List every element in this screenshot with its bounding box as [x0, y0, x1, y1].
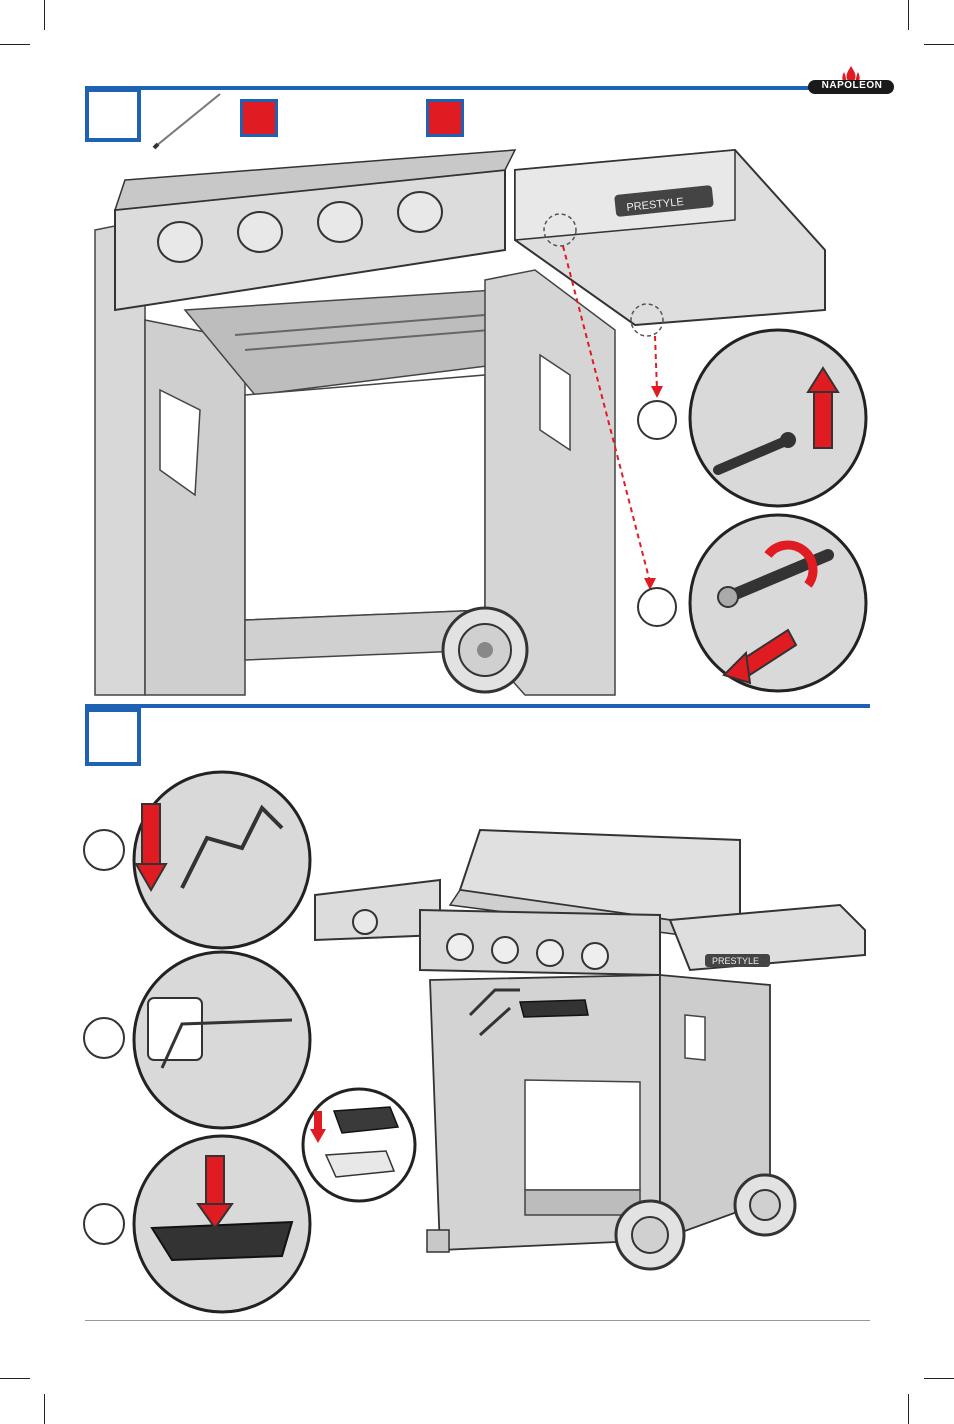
step2-rule [85, 704, 870, 708]
crop-mark-tr-v [908, 0, 909, 30]
brand-logo [808, 66, 894, 94]
part-marker-1 [240, 99, 278, 137]
step1-brand-badge: PRESTYLE [626, 196, 684, 214]
step2-detail-3 [83, 1134, 312, 1314]
crop-mark-tl-v [44, 0, 45, 30]
brand-name: NAPOLEON [821, 80, 883, 91]
step2-grill-illustration: PRESTYLE [314, 828, 866, 1271]
step-box-2 [85, 708, 141, 766]
crop-mark-br-v [908, 1394, 909, 1424]
part-marker-2 [426, 99, 464, 137]
crop-mark-bl-v [44, 1394, 45, 1424]
header-rule [85, 86, 810, 90]
tray-detail [301, 1087, 417, 1203]
step2-detail-1 [83, 770, 312, 950]
step-box-1 [85, 88, 141, 142]
footer-rule [85, 1320, 870, 1321]
crop-mark-tl-h [0, 44, 30, 45]
step2-detail-2 [83, 950, 312, 1130]
crop-mark-bl-h [0, 1378, 30, 1379]
step1-detail-b [637, 513, 868, 693]
step2-brand-badge: PRESTYLE [712, 956, 759, 966]
crop-mark-tr-h [924, 44, 954, 45]
step1-detail-a [637, 328, 868, 508]
step1-grill-illustration: PRESTYLE [94, 148, 826, 696]
rod-part-icon [152, 93, 221, 150]
crop-mark-br-h [924, 1378, 954, 1379]
